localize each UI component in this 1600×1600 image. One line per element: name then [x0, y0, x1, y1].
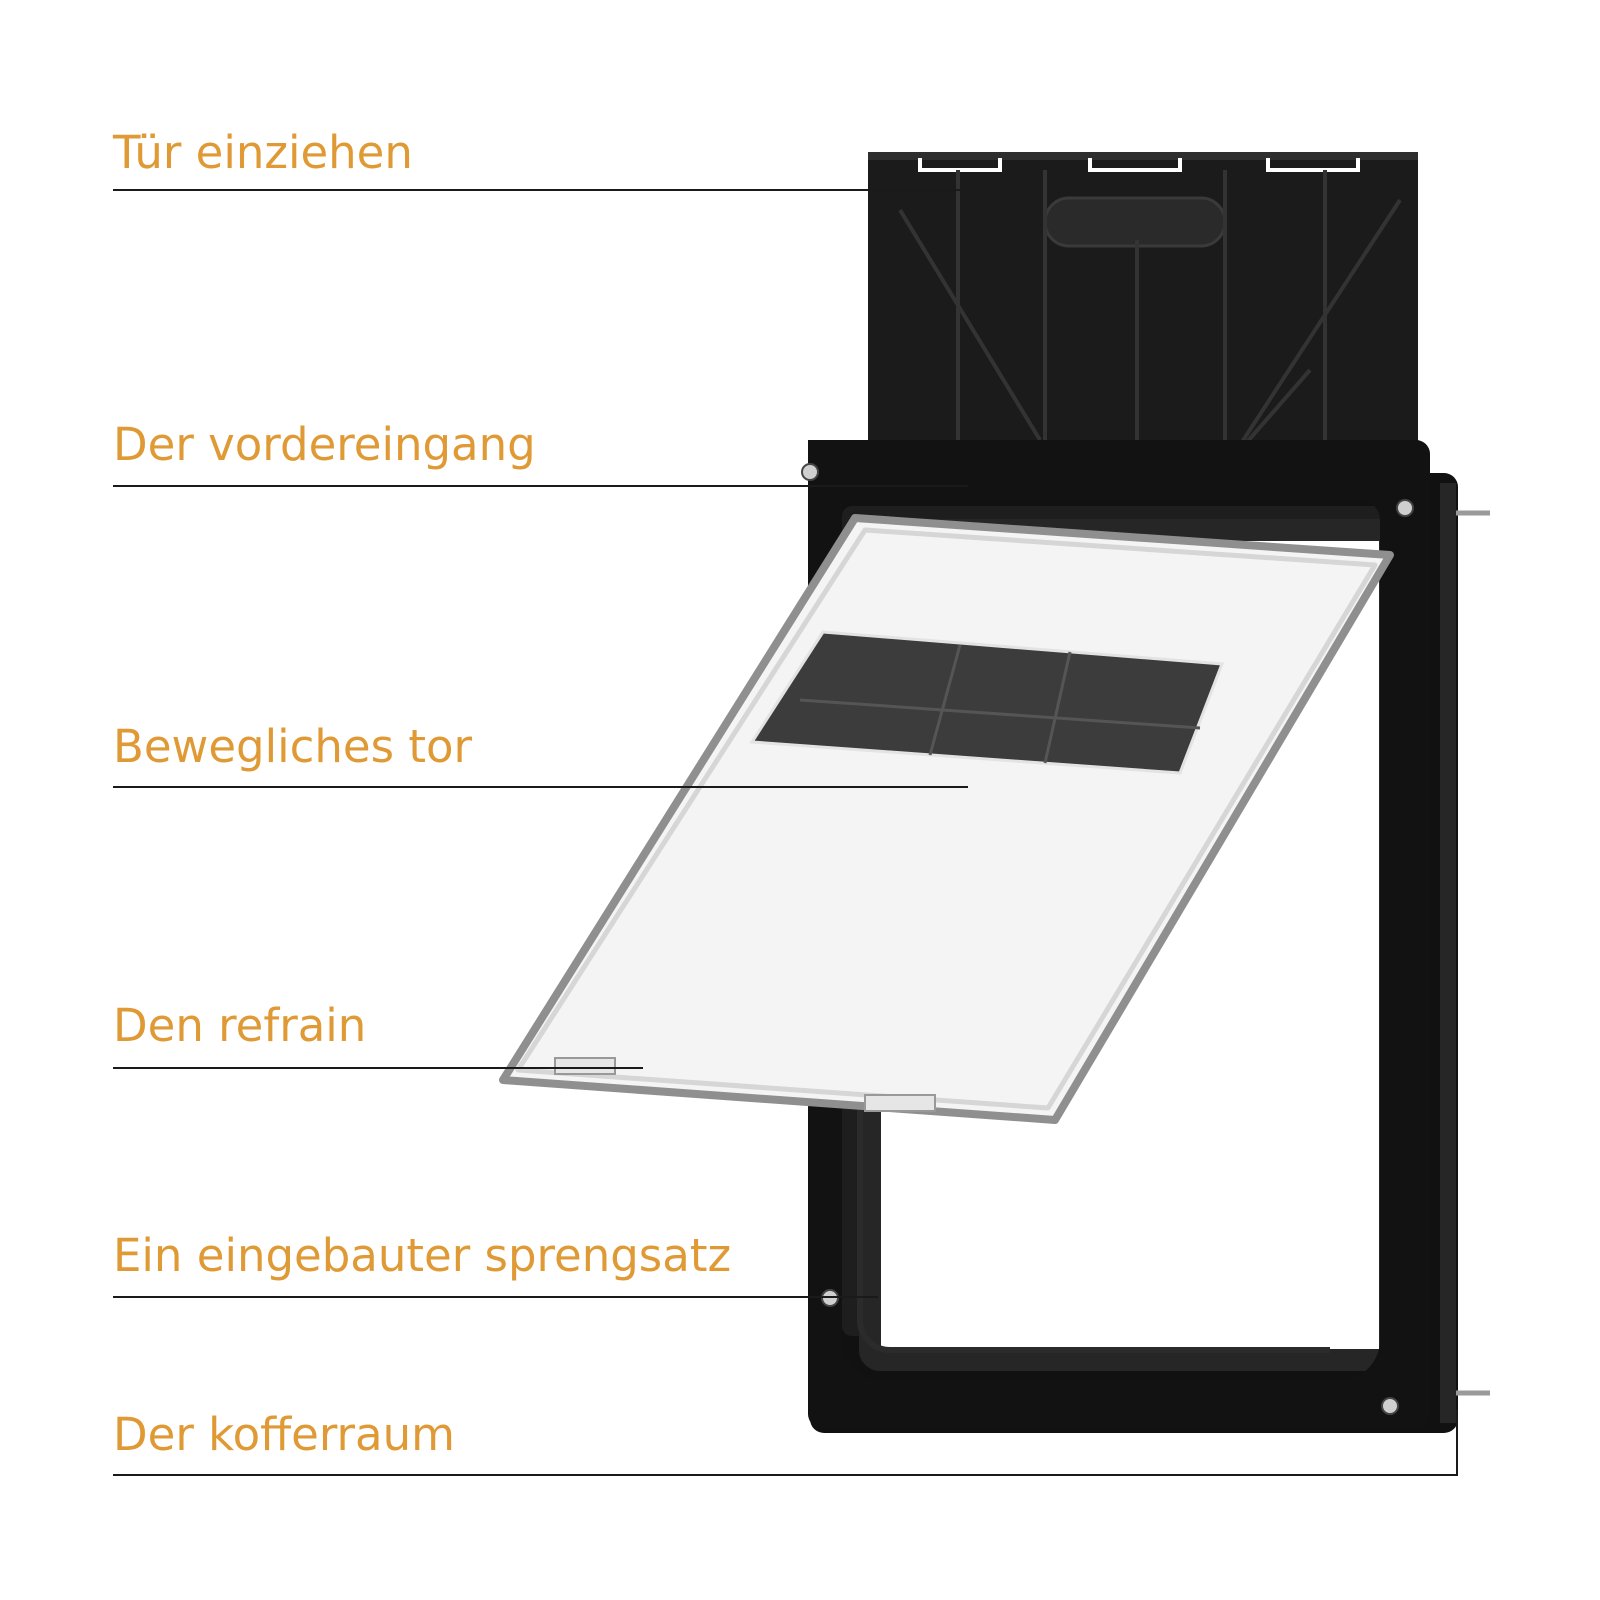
front-frame [801, 440, 1430, 1428]
sliding-door-panel [868, 152, 1418, 472]
callout-line-trunk-riser [1456, 1410, 1458, 1476]
callout-label-trunk: Der kofferraum [113, 1408, 455, 1461]
callout-label-front-entrance: Der vordereingang [113, 418, 536, 471]
movable-flap [499, 514, 1394, 1124]
callout-line-built-in-spring [113, 1296, 878, 1298]
callout-label-movable-gate: Bewegliches tor [113, 720, 472, 773]
callout-line-trunk [113, 1474, 1458, 1476]
callout-line-movable-gate [113, 786, 968, 788]
callout-line-front-entrance [113, 485, 968, 487]
callout-label-refrain: Den refrain [113, 999, 367, 1052]
callout-line-sliding-door [113, 189, 961, 191]
callout-label-sliding-door: Tür einziehen [113, 126, 413, 179]
callout-line-refrain [113, 1067, 643, 1069]
callout-label-built-in-spring: Ein eingebauter sprengsatz [113, 1229, 732, 1282]
